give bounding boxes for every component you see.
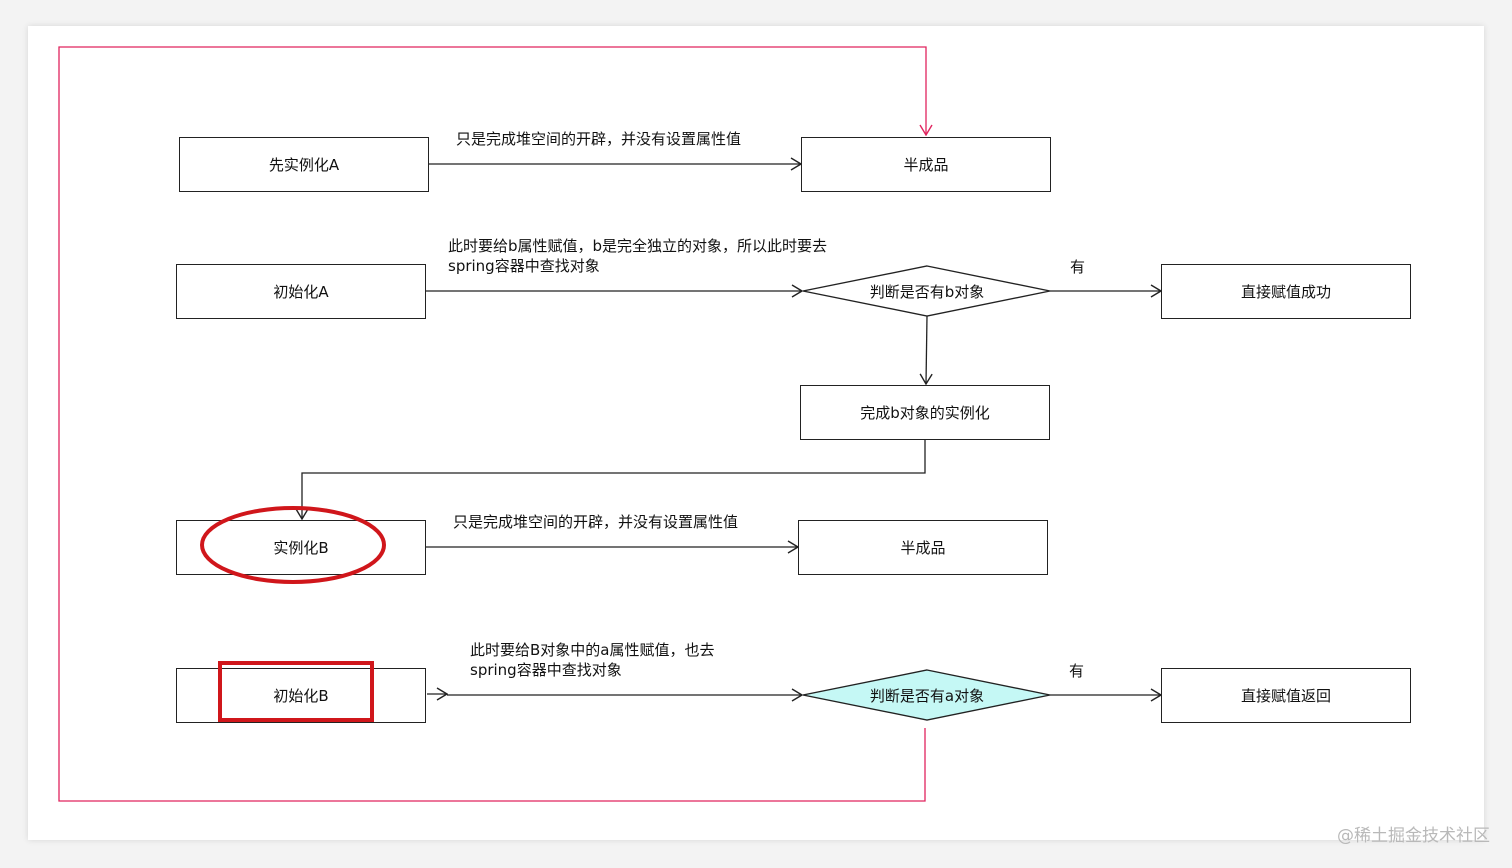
loop-back-connector (58, 46, 926, 802)
arrow-complete-b-to-instantiate-b (302, 439, 926, 519)
node-instantiate-b-label: 实例化B (273, 539, 329, 557)
edge-label-has-b: 有 (1070, 258, 1086, 276)
arrow-check-b-to-complete-b (926, 315, 927, 384)
node-init-a-label: 初始化A (273, 283, 329, 301)
node-assign-success-label: 直接赋值成功 (1240, 283, 1331, 301)
node-assign-return-label: 直接赋值返回 (1240, 687, 1331, 705)
node-assign-return: 直接赋值返回 (1161, 668, 1411, 723)
decision-check-b-shape (802, 265, 1051, 317)
edge-label-heap-alloc-1: 只是完成堆空间的开辟，并没有设置属性值 (456, 130, 742, 148)
decision-check-a-label: 判断是否有a对象 (869, 686, 985, 705)
decision-check-a-shape (802, 669, 1051, 721)
node-half-product-b: 半成品 (798, 520, 1048, 575)
node-init-a: 初始化A (176, 264, 426, 319)
edge-label-heap-alloc-2: 只是完成堆空间的开辟，并没有设置属性值 (453, 513, 739, 531)
node-complete-b-label: 完成b对象的实例化 (860, 404, 990, 422)
node-init-b: 初始化B (176, 668, 426, 723)
node-complete-b: 完成b对象的实例化 (800, 385, 1050, 440)
node-half-product-a-label: 半成品 (903, 156, 949, 174)
edge-label-assign-b-line2: spring容器中查找对象 (448, 257, 600, 275)
edge-label-has-a: 有 (1069, 662, 1085, 680)
edge-label-assign-b-line1: 此时要给b属性赋值，b是完全独立的对象，所以此时要去 (448, 237, 828, 255)
decision-check-b-label: 判断是否有b对象 (869, 282, 985, 301)
node-assign-success: 直接赋值成功 (1161, 264, 1411, 319)
watermark: @稀土掘金技术社区 (1337, 826, 1490, 846)
edge-label-assign-a-line1: 此时要给B对象中的a属性赋值，也去 (470, 641, 715, 659)
node-instantiate-b: 实例化B (176, 520, 426, 575)
node-instantiate-a: 先实例化A (179, 137, 429, 192)
node-instantiate-a-label: 先实例化A (268, 156, 340, 174)
node-init-b-label: 初始化B (273, 687, 329, 705)
edge-label-assign-a-line2: spring容器中查找对象 (470, 661, 622, 679)
node-half-product-b-label: 半成品 (900, 539, 946, 557)
node-half-product-a: 半成品 (801, 137, 1051, 192)
